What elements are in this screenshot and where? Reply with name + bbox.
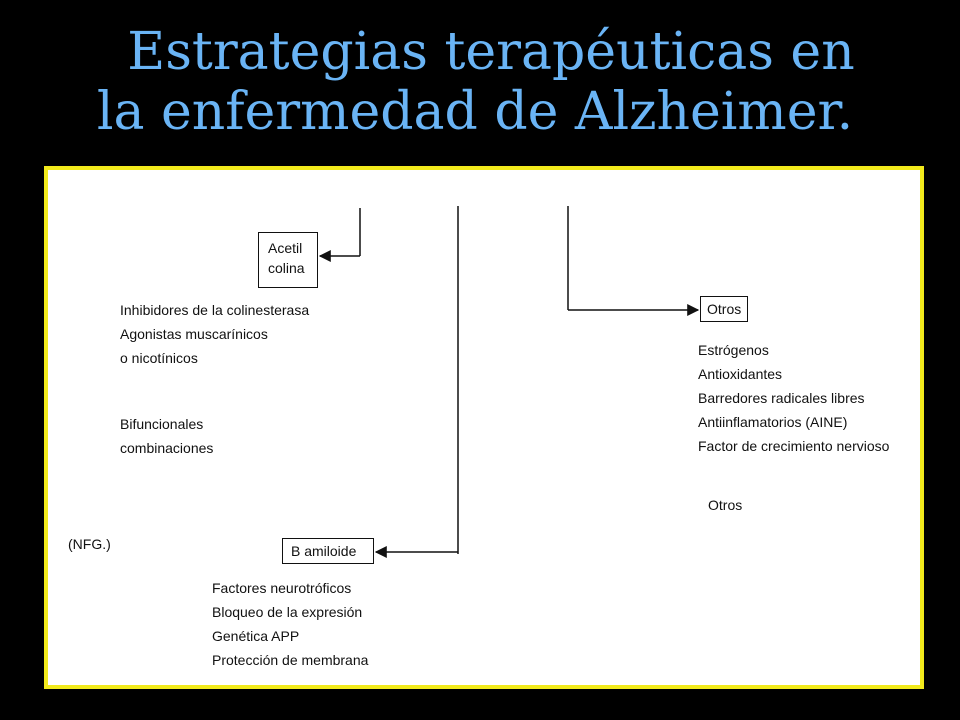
diagram-connectors <box>318 206 700 558</box>
list-item: Factor de crecimiento nervioso <box>698 438 890 454</box>
list-item: Bifuncionales <box>120 416 204 432</box>
slide-title: Estrategias terapéuticas en la enfermeda… <box>0 22 960 142</box>
list-item: Agonistas muscarínicos <box>120 326 268 342</box>
b-amiloide-node-label: B amiloide <box>291 543 357 559</box>
list-item: combinaciones <box>120 440 214 456</box>
acetilcolina-node: Acetil colina <box>258 232 318 288</box>
list-item: o nicotínicos <box>120 350 198 366</box>
list-item: Bloqueo de la expresión <box>212 604 363 620</box>
list-item: Factores neurotróficos <box>212 580 352 596</box>
b-amiloide-strategies-list: Factores neurotróficos Bloqueo de la exp… <box>212 576 368 672</box>
list-item: Protección de membrana <box>212 652 369 668</box>
list-item: Inhibidores de la colinesterasa <box>120 302 310 318</box>
list-item: Genética APP <box>212 628 300 644</box>
slide-title-line-2: la enfermedad de Alzheimer. <box>96 82 854 142</box>
list-item: Antioxidantes <box>698 366 783 382</box>
nfg-label: (NFG.) <box>68 536 111 552</box>
list-item: Antiinflamatorios (AINE) <box>698 414 848 430</box>
list-item: Barredores radicales libres <box>698 390 865 406</box>
b-amiloide-node: B amiloide <box>282 538 374 564</box>
list-item: Estrógenos <box>698 342 769 358</box>
otros-node: Otros <box>700 296 748 322</box>
diagram-panel: Acetil colina Inhibidores de la colinest… <box>44 166 924 689</box>
otros-node-label: Otros <box>707 301 742 317</box>
acetilcolina-node-line-2: colina <box>268 260 305 276</box>
otros-strategies-list: Estrógenos Antioxidantes Barredores radi… <box>698 338 889 458</box>
acetilcolina-strategies-list: Inhibidores de la colinesterasa Agonista… <box>120 298 309 370</box>
bifuncional-strategies-list: Bifuncionales combinaciones <box>120 412 213 460</box>
slide-title-line-1: Estrategias terapéuticas en <box>127 22 855 82</box>
acetilcolina-node-line-1: Acetil <box>268 240 303 256</box>
otros-extra-label: Otros <box>708 497 743 513</box>
